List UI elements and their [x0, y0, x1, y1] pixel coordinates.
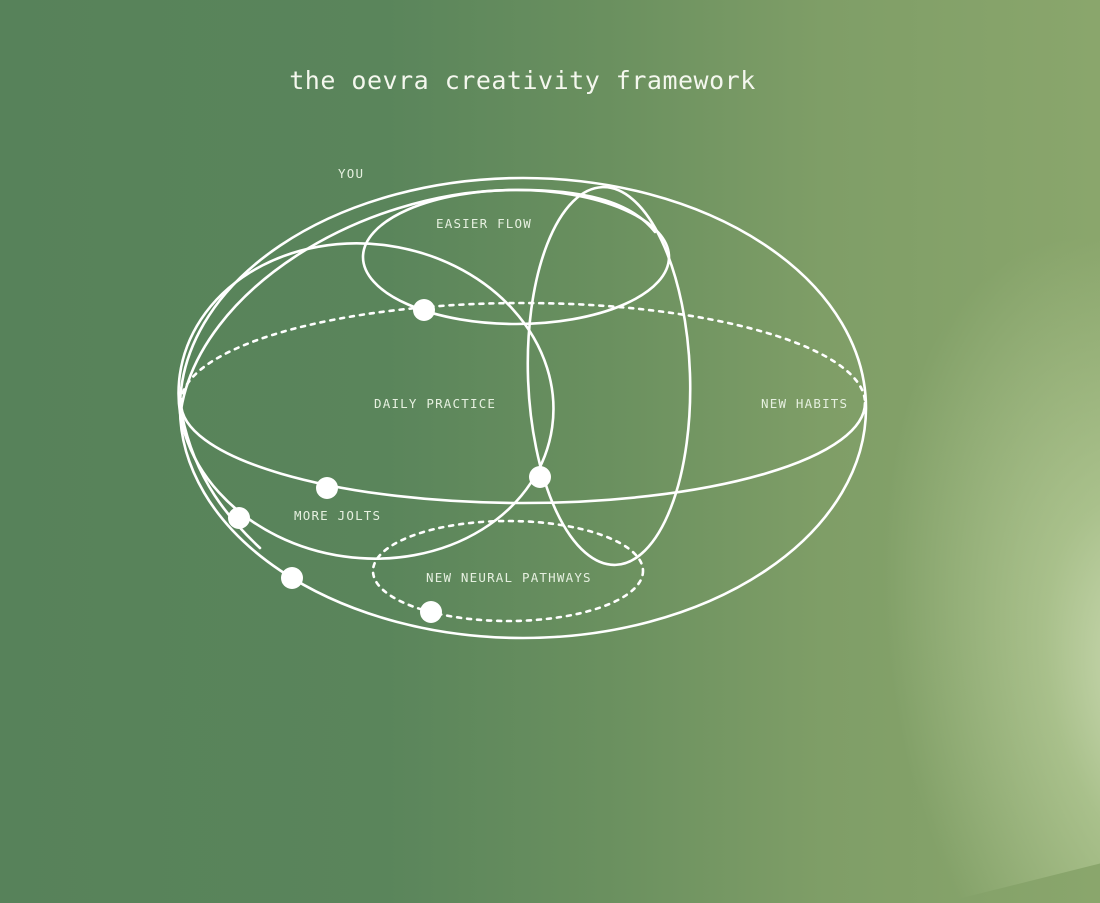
node-dot: [413, 299, 435, 321]
neural-pathways-ellipse: [371, 519, 645, 623]
label-new-neural-pathways: NEW NEURAL PATHWAYS: [426, 570, 592, 585]
node-dot: [228, 507, 250, 529]
lower-left-arc: [180, 413, 262, 550]
new-habits-equator-top-dotted: [179, 301, 867, 405]
new-habits-equator-bottom: [179, 401, 867, 505]
page-title: the oevra creativity framework: [289, 66, 756, 95]
label-daily-practice: DAILY PRACTICE: [374, 396, 497, 411]
node-dot: [281, 567, 303, 589]
vertical-ellipse: [526, 185, 692, 567]
label-new-habits: NEW HABITS: [761, 396, 849, 411]
label-easier-flow: EASIER FLOW: [436, 216, 532, 231]
daily-practice-ellipse: [177, 242, 555, 560]
node-dot: [420, 601, 442, 623]
node-dot: [529, 466, 551, 488]
inner-large-arc: [179, 188, 657, 412]
label-more-jolts: MORE JOLTS: [294, 508, 382, 523]
easier-flow-ellipse: [361, 188, 671, 326]
label-you: YOU: [338, 166, 365, 181]
framework-diagram: [0, 0, 1100, 709]
node-dot: [316, 477, 338, 499]
